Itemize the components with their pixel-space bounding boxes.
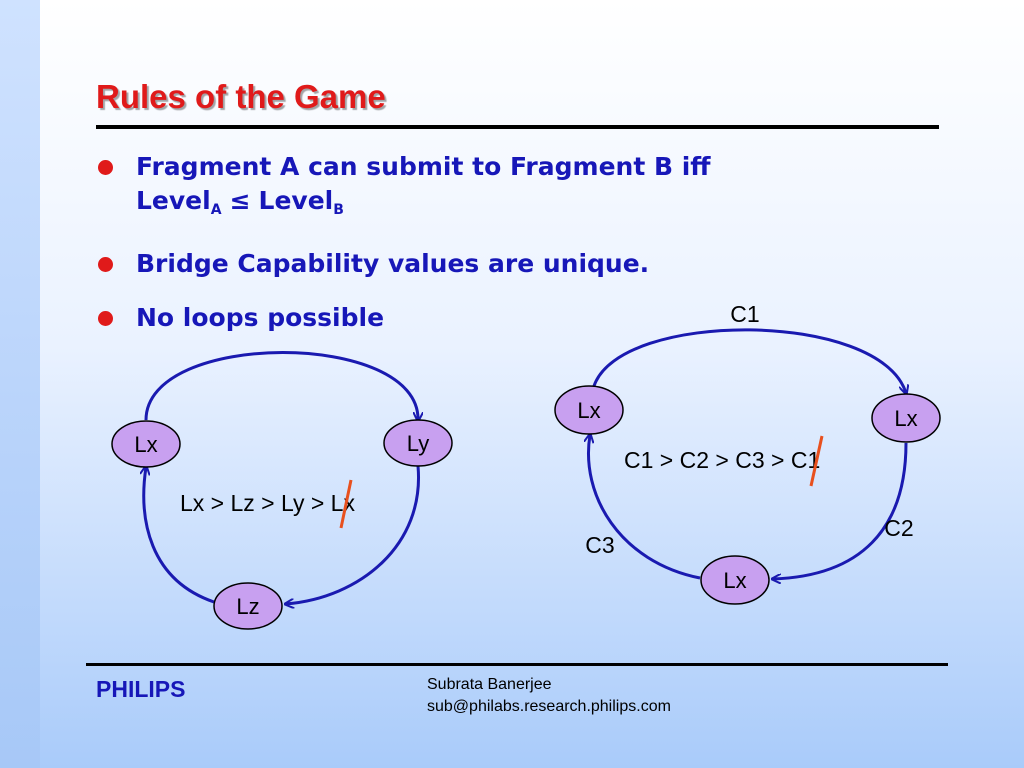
node-lx-right: Lx bbox=[871, 393, 941, 443]
author-email: sub@philabs.research.philips.com bbox=[427, 698, 671, 715]
left-loop-diagram: Lx Ly Lz Lx > Lz > Ly > Lx bbox=[111, 351, 453, 630]
node-lx-left: Lx bbox=[554, 385, 624, 435]
node-lx-bottom: Lx bbox=[700, 555, 770, 605]
strike-mark bbox=[339, 479, 353, 529]
bullet-item-fragment-rule: Fragment A can submit to Fragment B iff … bbox=[96, 150, 816, 227]
left-accent-band bbox=[0, 0, 40, 768]
node-lx-bottom-label: Lx bbox=[723, 568, 746, 593]
footer-divider bbox=[86, 663, 948, 666]
arrow-ly-to-lz bbox=[286, 465, 420, 604]
node-lx: Lx bbox=[111, 420, 181, 468]
node-lx-left-label: Lx bbox=[577, 398, 600, 423]
edge-label-c3: C3 bbox=[585, 532, 614, 558]
subscript-a: A bbox=[210, 202, 222, 218]
node-lz-label: Lz bbox=[236, 594, 259, 619]
bullet-text: Bridge Capability values are unique. bbox=[136, 249, 650, 278]
edge-label-c2: C2 bbox=[884, 515, 913, 541]
node-lx-right-label: Lx bbox=[894, 406, 917, 431]
level-word-b: Level bbox=[258, 186, 334, 215]
philips-logo-text: PHILIPS bbox=[96, 676, 186, 702]
level-inequality: LevelA≤LevelB bbox=[136, 186, 344, 218]
node-ly: Ly bbox=[383, 419, 453, 467]
arrow-lx-to-ly bbox=[144, 351, 418, 421]
bullet-dot-icon bbox=[98, 257, 113, 272]
title-divider bbox=[96, 125, 939, 129]
right-loop-diagram: Lx Lx Lx C1 C2 C3 C1 > C2 > C3 > C1 bbox=[554, 301, 941, 605]
bullet-text: No loops possible bbox=[136, 303, 385, 332]
bullet-item-no-loops: No loops possible bbox=[96, 301, 816, 335]
left-chain-text: Lx > Lz > Ly > Lx bbox=[180, 490, 355, 516]
author-block: Subrata Banerjee sub@philabs.research.ph… bbox=[427, 674, 671, 718]
arrow-c3 bbox=[588, 435, 701, 580]
node-lx-label: Lx bbox=[134, 432, 157, 457]
bullet-item-unique: Bridge Capability values are unique. bbox=[96, 247, 816, 281]
node-ly-label: Ly bbox=[407, 431, 429, 456]
edge-label-c1: C1 bbox=[730, 301, 759, 327]
node-lz: Lz bbox=[213, 582, 283, 630]
bullet-dot-icon bbox=[98, 311, 113, 326]
strike-mark bbox=[809, 435, 824, 487]
right-chain-text: C1 > C2 > C3 > C1 bbox=[624, 447, 820, 473]
bullet-text-line1: Fragment A can submit to Fragment B iff bbox=[136, 152, 711, 181]
author-name: Subrata Banerjee bbox=[427, 676, 552, 693]
arrow-c2 bbox=[773, 442, 908, 579]
slide-title: Rules of the Game bbox=[96, 78, 386, 115]
arrow-c1 bbox=[592, 328, 906, 393]
subscript-b: B bbox=[333, 202, 344, 218]
bullet-list: Fragment A can submit to Fragment B iff … bbox=[96, 150, 816, 355]
bullet-dot-icon bbox=[98, 160, 113, 175]
level-word-a: Level bbox=[136, 186, 211, 215]
arrow-lz-to-lx bbox=[144, 467, 215, 604]
less-equal-symbol: ≤ bbox=[229, 186, 251, 215]
